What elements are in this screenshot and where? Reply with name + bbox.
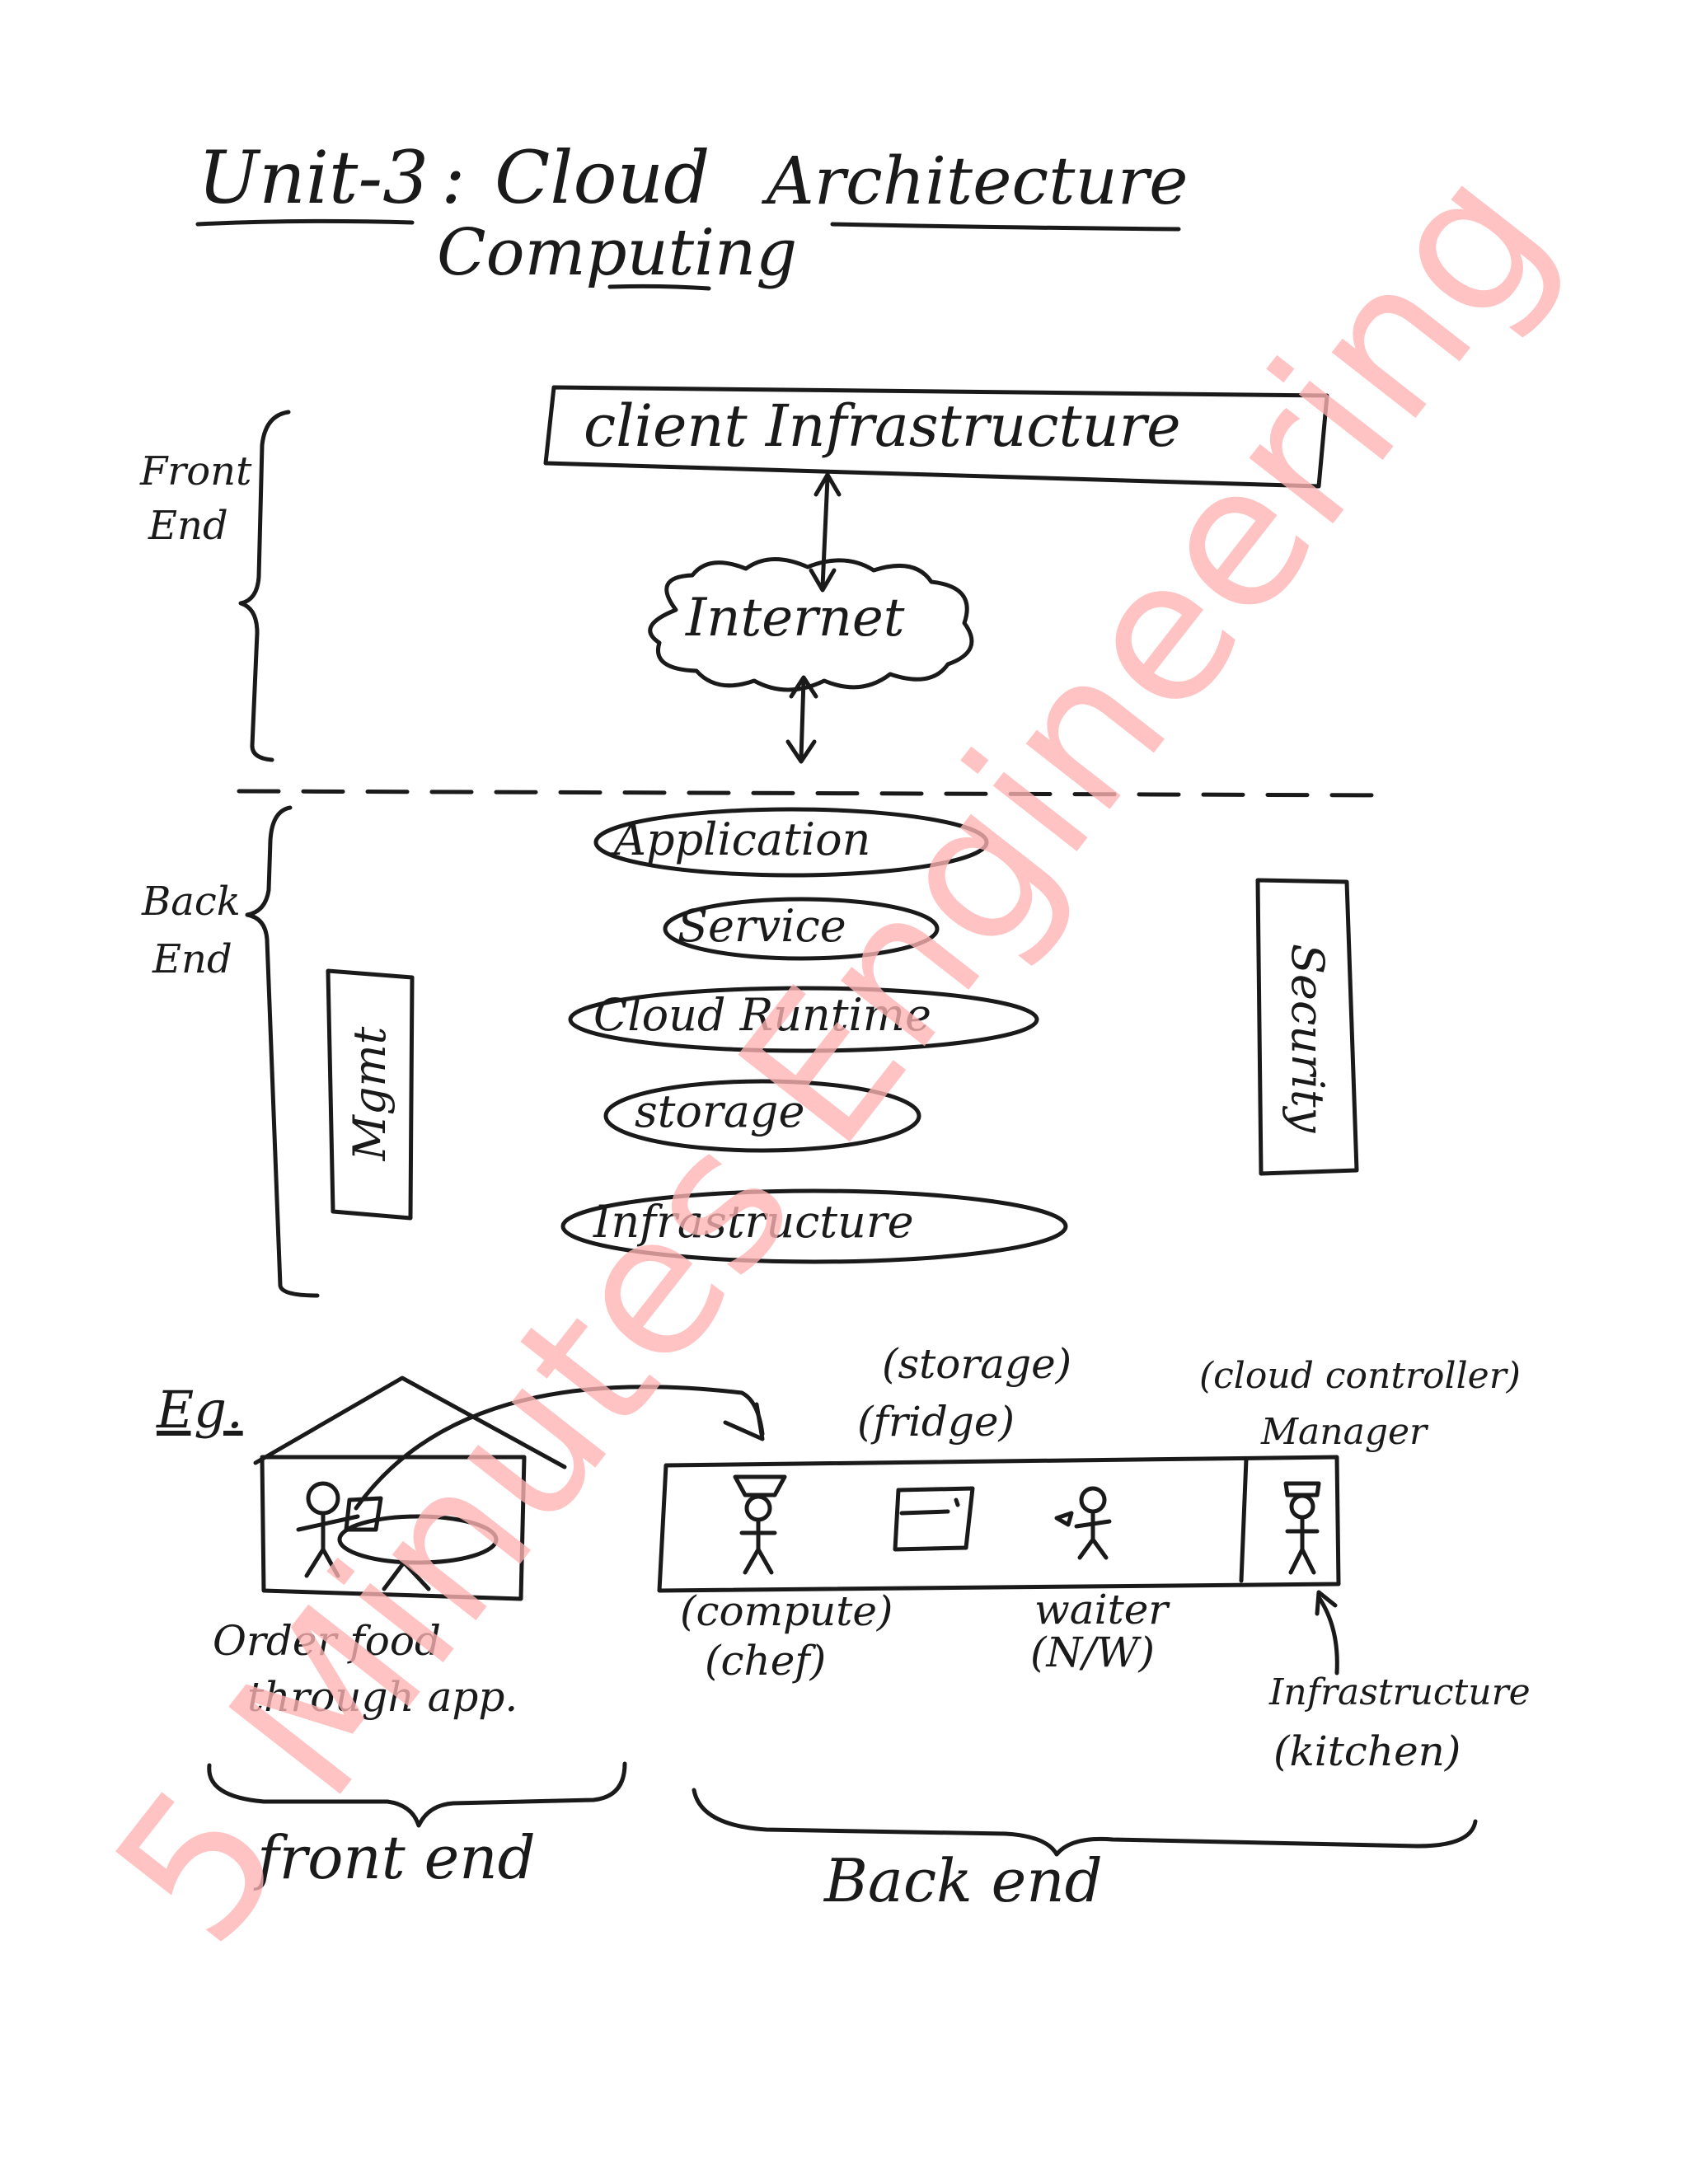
mgmt-box — [326, 968, 415, 1221]
management-label: Mgmt — [344, 1026, 396, 1161]
front-back-divider — [237, 789, 1395, 798]
front-end-label-1: Front — [140, 448, 252, 494]
order-note-1: Order food — [213, 1617, 442, 1665]
arrow-internet-backend — [799, 677, 806, 761]
house-roof — [253, 1376, 567, 1469]
front-end-brace — [238, 410, 291, 762]
layer-service: Service — [678, 900, 846, 952]
chef-note: (chef) — [705, 1637, 827, 1685]
title-cloud: Cloud — [495, 135, 710, 220]
infrastructure-oval — [560, 1188, 1068, 1264]
title-colon: : — [441, 135, 466, 220]
waiter-note: waiter — [1034, 1586, 1169, 1633]
layer-application: Application — [614, 813, 871, 865]
back-end-label-1: Back — [142, 879, 241, 925]
security-box — [1255, 878, 1359, 1176]
client-infrastructure-label: client Infrastructure — [584, 392, 1181, 460]
title-underline-computing — [607, 284, 711, 291]
kitchen-note: (kitchen) — [1273, 1727, 1461, 1775]
internet-cloud — [648, 557, 974, 692]
service-oval — [663, 897, 940, 961]
layer-cloud-runtime: Cloud Runtime — [593, 989, 931, 1041]
storage-note: (storage) — [882, 1340, 1072, 1388]
layer-infrastructure: Infrastructure — [593, 1196, 914, 1248]
manager-divider — [1239, 1456, 1249, 1583]
infrastructure-note: Infrastructure — [1269, 1671, 1531, 1713]
back-end-brace — [245, 805, 320, 1298]
security-label: Security — [1282, 944, 1334, 1133]
title-unit: Unit-3 — [198, 135, 429, 220]
back-end-label-2: End — [152, 936, 232, 982]
internet-label: Internet — [686, 588, 905, 649]
application-oval — [593, 807, 989, 878]
front-end-brace-bottom — [207, 1761, 627, 1828]
storage-oval — [603, 1079, 921, 1153]
title-underline-unit — [195, 218, 415, 227]
back-end-example-label: Back end — [824, 1846, 1103, 1915]
fridge-note: (fridge) — [857, 1398, 1015, 1446]
front-end-example-label: front end — [257, 1823, 536, 1892]
cloud-runtime-oval — [568, 986, 1039, 1053]
house-box — [260, 1455, 527, 1601]
title-architecture: Architecture — [767, 143, 1189, 219]
cloud-controller-note: (cloud controller) — [1199, 1355, 1521, 1397]
title-computing: Computing — [437, 216, 798, 290]
example-label: Eg. — [157, 1380, 243, 1440]
network-note: (N/W) — [1030, 1629, 1156, 1676]
layer-storage: storage — [635, 1085, 805, 1137]
order-arrow — [354, 1385, 765, 1511]
arrow-client-internet — [820, 476, 830, 589]
compute-note: (compute) — [680, 1587, 893, 1635]
back-end-brace-bottom — [692, 1788, 1478, 1857]
client-box — [543, 385, 1329, 489]
manager-note: Manager — [1261, 1411, 1428, 1453]
front-end-label-2: End — [148, 503, 228, 549]
kitchen-box — [657, 1455, 1341, 1593]
order-note-2: through app. — [247, 1673, 518, 1721]
title-underline-arch — [830, 222, 1181, 232]
